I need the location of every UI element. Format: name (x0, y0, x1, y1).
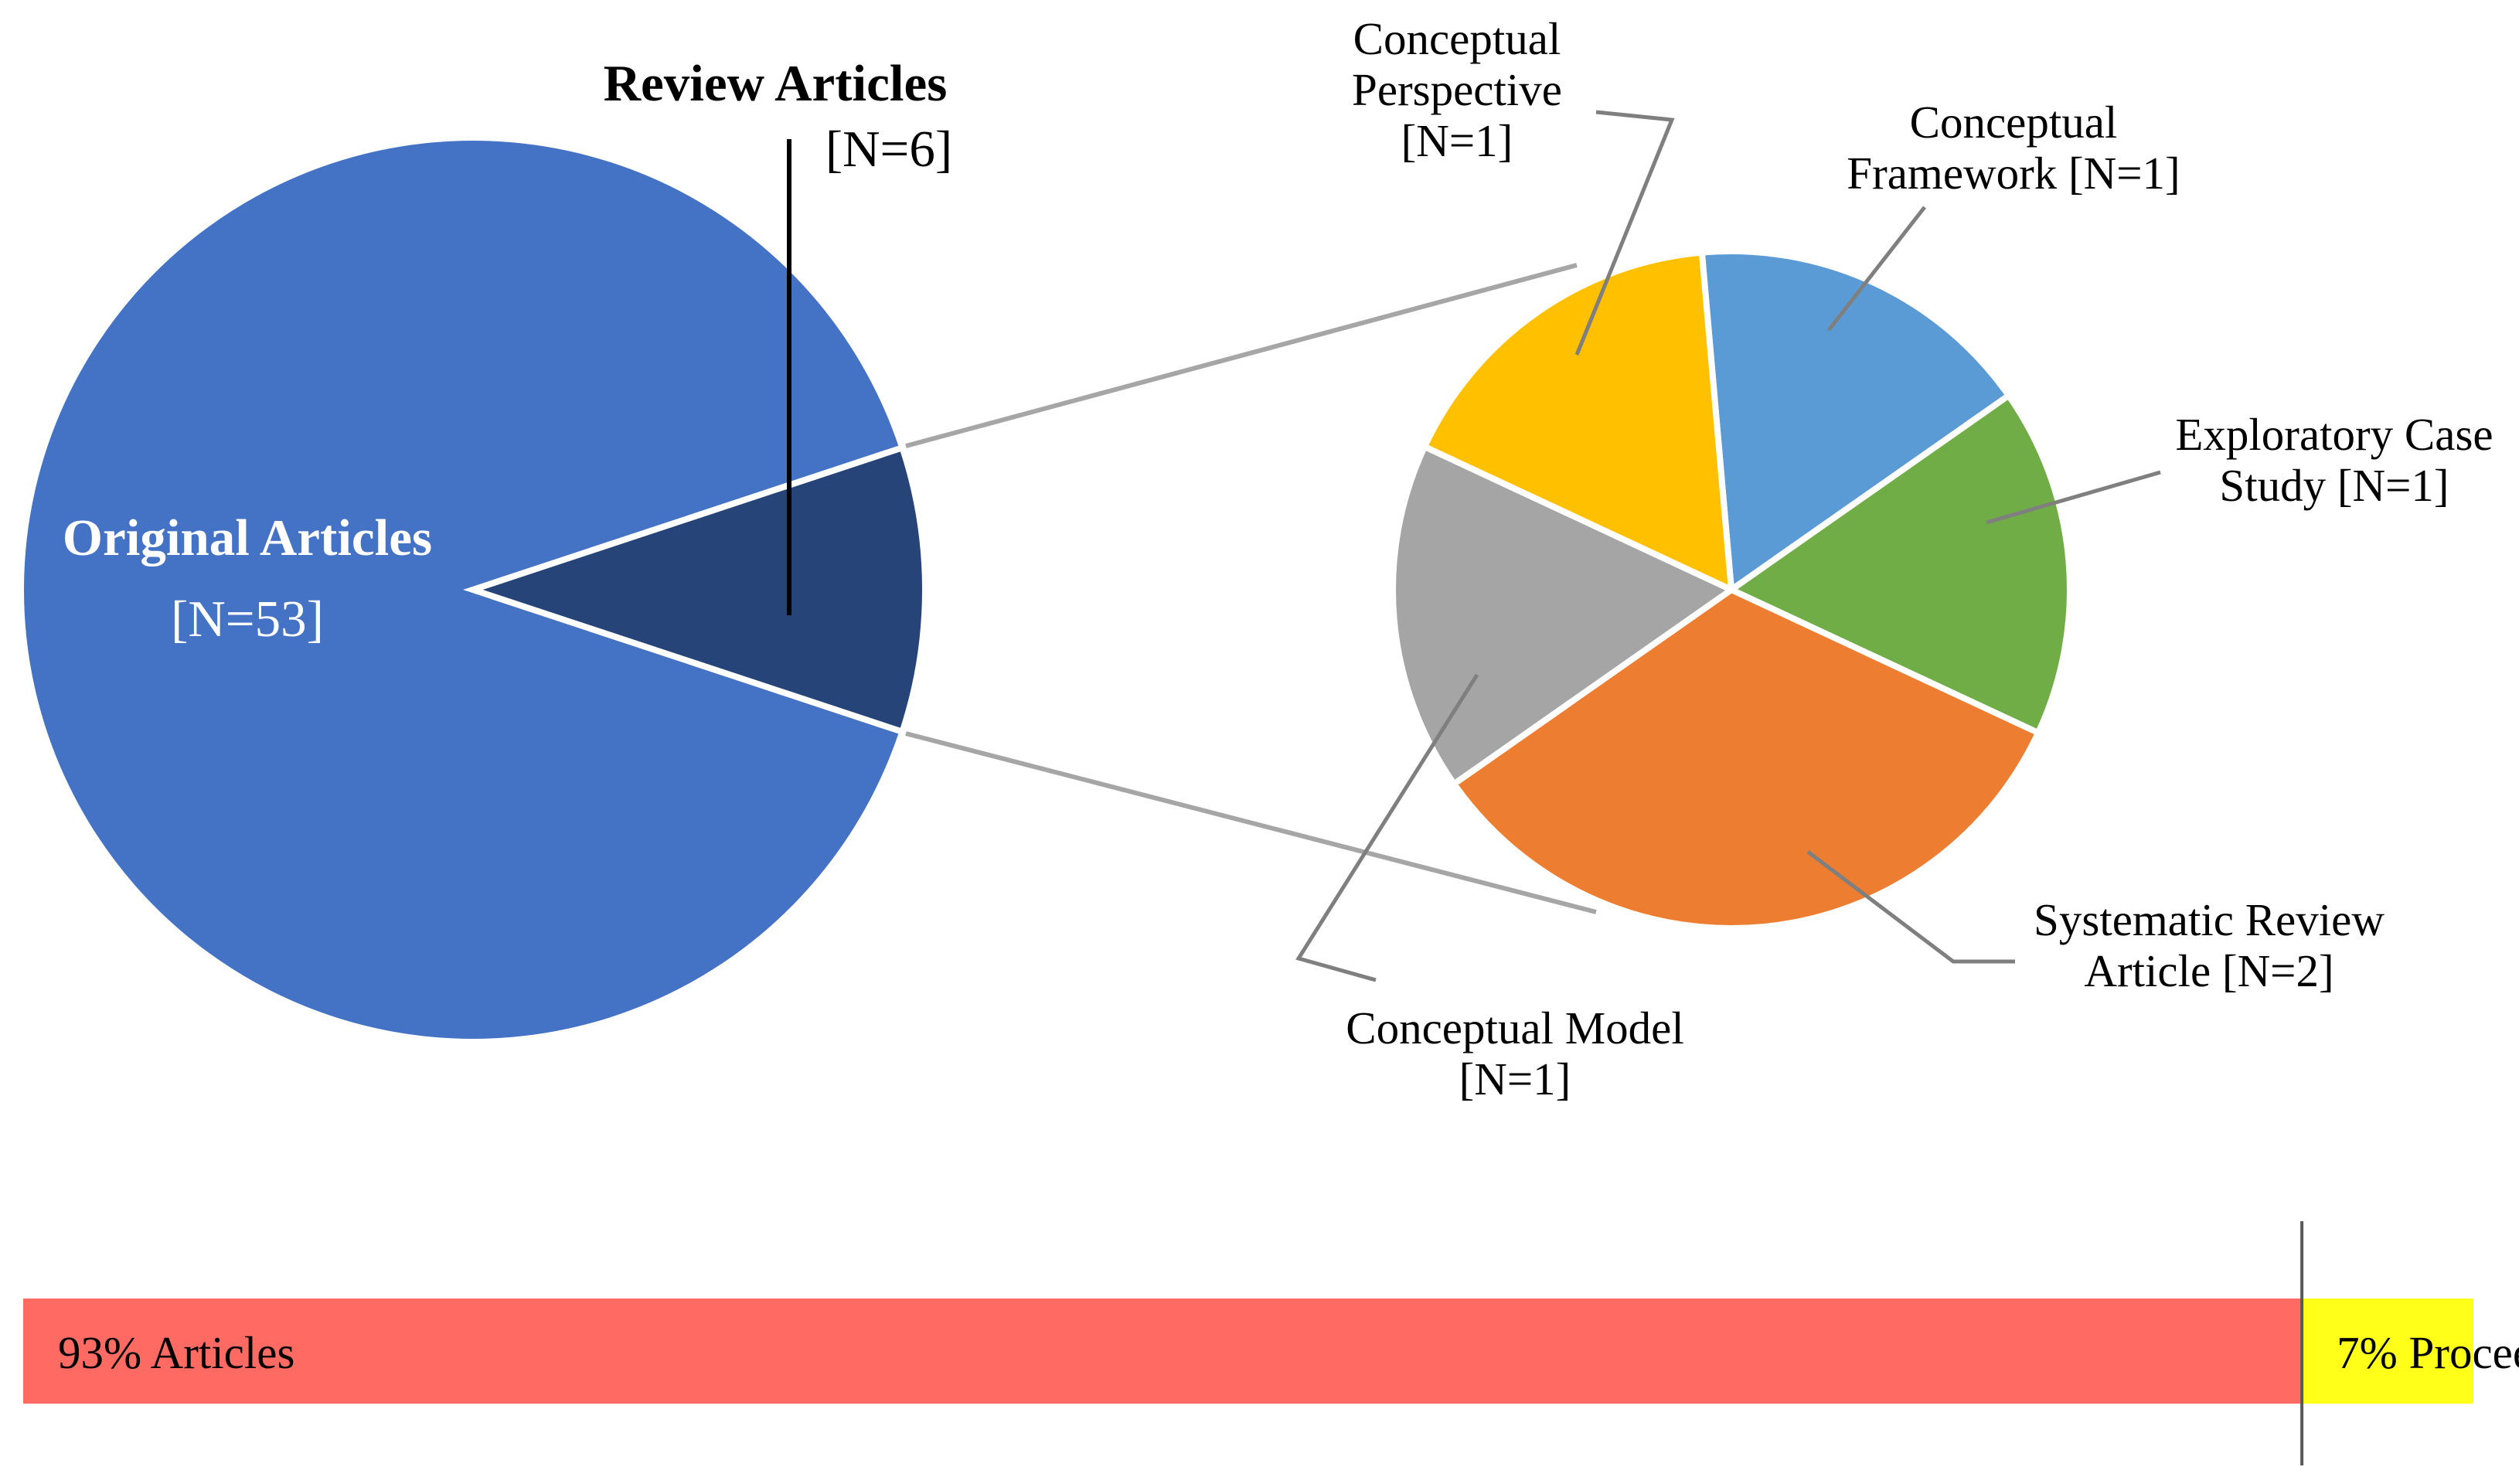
label-model-line1: Conceptual Model (1346, 1002, 1684, 1053)
connector-line-bottom (905, 731, 1597, 914)
review-articles-count: [N=6] (825, 121, 952, 178)
bar-label-articles: 93% Articles (58, 1327, 294, 1378)
label-exploratory-line2: Study [N=1] (2219, 460, 2449, 511)
review-articles-label: Review Articles (604, 55, 948, 112)
label-exploratory-line1: Exploratory Case (2175, 409, 2493, 460)
slice-review-articles (463, 444, 928, 736)
label-systematic-line1: Systematic Review (2034, 894, 2385, 945)
leader-line-systematic (1806, 850, 2015, 964)
bar-segment-proceedings (2302, 1298, 2473, 1404)
sub-pie-leader-lines (1295, 110, 2161, 982)
label-perspective-line3: [N=1] (1401, 115, 1513, 166)
slice-conceptual-framework (1698, 248, 2013, 596)
connector-lines (905, 263, 1597, 914)
label-perspective-line1: Conceptual (1353, 13, 1561, 64)
leader-line-model (1295, 673, 1479, 982)
label-framework-line2: Framework [N=1] (1847, 148, 2180, 199)
connector-line-top (905, 263, 1578, 448)
review-breakdown-pie (1390, 248, 2073, 931)
slice-exploratory-case-study (1725, 391, 2073, 737)
leader-line-perspective (1574, 110, 1675, 356)
leader-line-framework (1827, 206, 1926, 332)
sub-pie-labels: Conceptual Perspective [N=1] Conceptual … (1346, 13, 2493, 1104)
label-framework-line1: Conceptual (1910, 97, 2118, 148)
slice-original-articles (18, 134, 907, 1045)
slice-conceptual-perspective (1420, 249, 1735, 595)
bar-segment-articles (23, 1298, 2303, 1404)
main-pie (18, 134, 928, 1045)
label-systematic-line2: Article [N=2] (2084, 945, 2333, 996)
slice-systematic-review-article (1449, 586, 2043, 931)
label-perspective-line2: Perspective (1352, 64, 1562, 115)
publication-type-bar: 93% Articles 7% Proceedings Papers (23, 1221, 2519, 1465)
label-model-line2: [N=1] (1459, 1053, 1571, 1104)
original-articles-label: Original Articles (63, 509, 432, 567)
bar-label-proceedings: 7% Proceedings Papers (2337, 1327, 2519, 1378)
leader-line-exploratory (1986, 470, 2161, 525)
original-articles-count: [N=53] (171, 591, 324, 648)
